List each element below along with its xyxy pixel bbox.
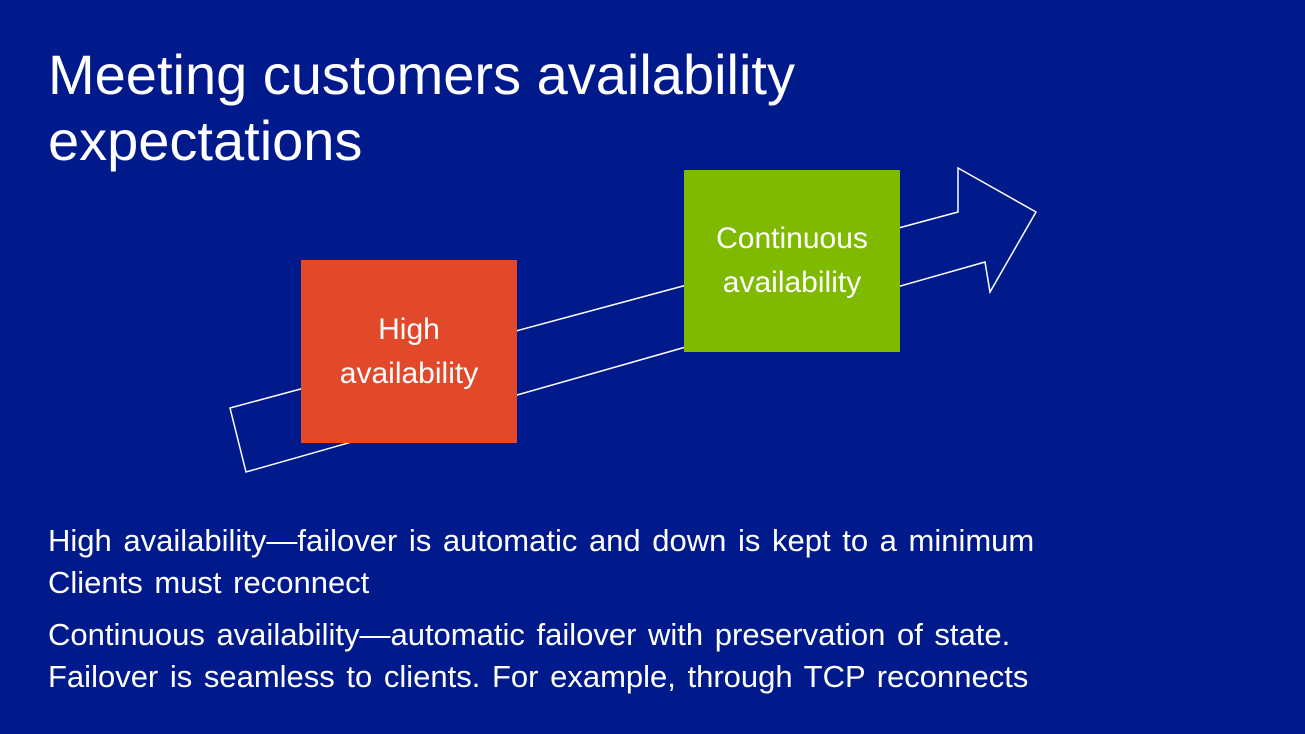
continuous-availability-description-line2: Failover is seamless to clients. For exa… (48, 659, 1029, 694)
continuous-availability-label-line1: Continuous (716, 222, 868, 255)
high-availability-description-line2: Clients must reconnect (48, 565, 370, 600)
high-availability-label-line2: availability (339, 356, 479, 390)
continuous-availability-description: Continuous availability—automatic failov… (48, 614, 1268, 698)
body-text: High availability—failover is automatic … (48, 520, 1268, 708)
high-availability-box: High availability (301, 260, 517, 443)
continuous-availability-box: Continuous availability (684, 170, 900, 352)
slide-title: Meeting customers availability expectati… (48, 43, 795, 172)
continuous-availability-label-line2: availability (722, 266, 862, 299)
high-availability-description: High availability—failover is automatic … (48, 520, 1268, 604)
high-availability-label-line1: High (378, 312, 440, 346)
high-availability-description-line1: High availability—failover is automatic … (48, 523, 1035, 558)
continuous-availability-description-line1: Continuous availability—automatic failov… (48, 617, 1011, 652)
